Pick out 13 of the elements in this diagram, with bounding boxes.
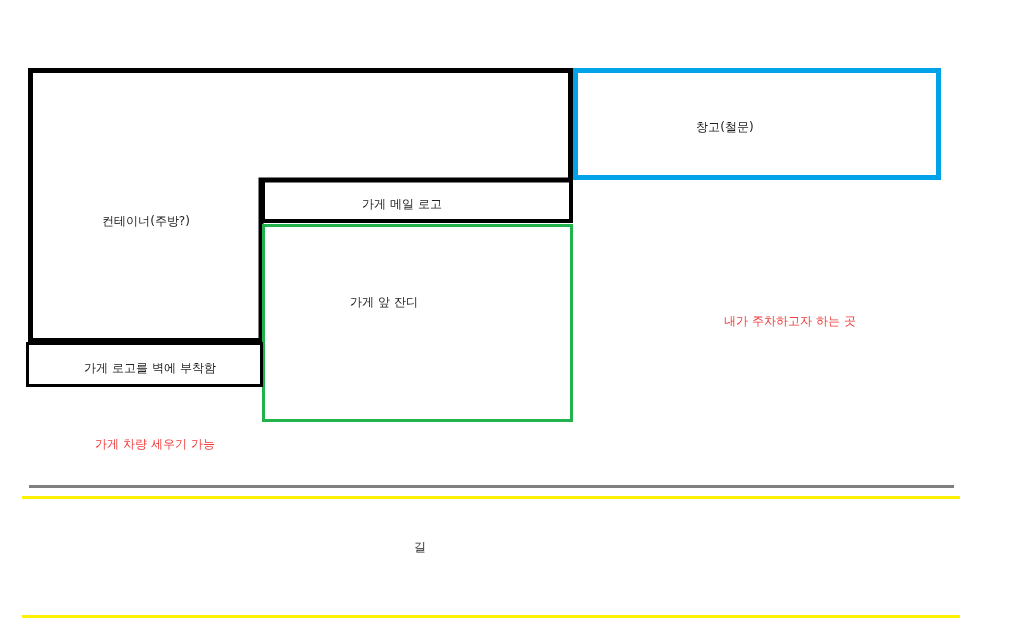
container-outline <box>28 68 573 343</box>
note-text: 가게 차량 세우기 가능 <box>95 435 215 453</box>
warehouse-box <box>573 68 941 180</box>
area-label: 가게 로고를 벽에 부착함 <box>84 359 216 377</box>
area-label: 가게 메일 로고 <box>362 195 442 213</box>
area-label: 가게 앞 잔디 <box>350 293 418 311</box>
sign-band <box>26 342 263 387</box>
area-label: 길 <box>414 538 426 556</box>
note-text: 내가 주차하고자 하는 곳 <box>724 312 856 330</box>
road-band <box>22 496 960 618</box>
area-label: 창고(철문) <box>696 118 754 136</box>
area-label: 컨테이너(주방?) <box>102 212 190 230</box>
lawn-area <box>262 224 573 422</box>
